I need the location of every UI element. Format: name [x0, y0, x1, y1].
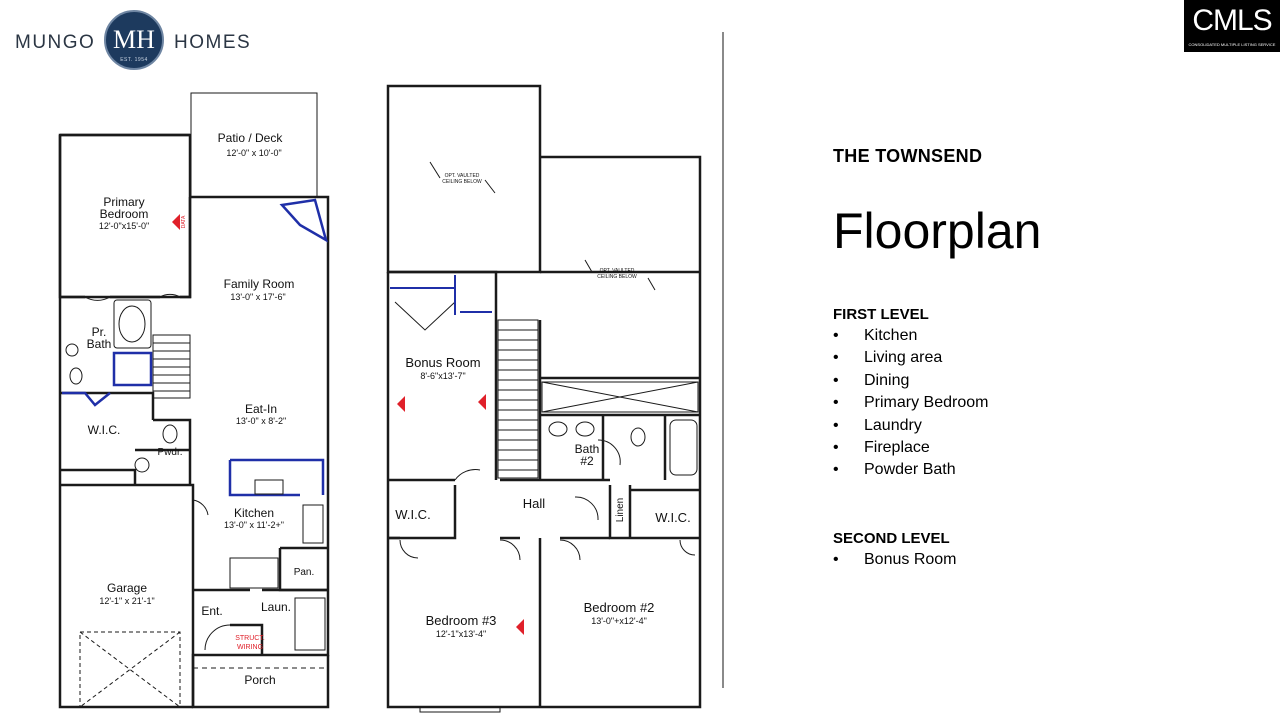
list-item: Fireplace — [833, 439, 988, 461]
cmls-logo-sub: CONSOLIDATED MULTIPLE LISTING SERVICE — [1188, 42, 1276, 47]
list-item: Kitchen — [833, 327, 988, 349]
bedroom2-dim: 13'-0"+x12'-4" — [591, 616, 647, 626]
struct-label-1: STRUCT. — [235, 635, 265, 642]
vault-label-2b: CEILING BELOW — [597, 274, 637, 280]
list-item: Primary Bedroom — [833, 394, 988, 416]
list-item: Powder Bath — [833, 461, 988, 483]
eat-in-label: Eat-In — [245, 402, 277, 416]
garage-dim: 12'-1" x 21'-1" — [99, 596, 154, 606]
floorplan-drawings: Patio / Deck 12'-0" x 10'-0" Primary Bed… — [58, 84, 702, 713]
kitchen-label: Kitchen — [234, 506, 274, 520]
eat-in-dim: 13'-0" x 8'-2" — [236, 416, 286, 426]
wic-label: W.I.C. — [88, 423, 121, 437]
list-item: Laundry — [833, 417, 988, 439]
data-marker-label-1: DATA — [181, 215, 187, 228]
pwdr-label: Pwdr. — [157, 447, 182, 458]
page-title: Floorplan — [833, 203, 1042, 259]
garage-label: Garage — [107, 581, 147, 595]
logo-monogram-badge: MH EST. 1954 — [104, 10, 164, 70]
pr-bath-label-1: Pr. — [92, 325, 107, 339]
vertical-divider — [722, 32, 724, 688]
vault-label-2a: OPT. VAULTED — [600, 268, 635, 274]
kitchen-dim: 13'-0" x 11'-2+" — [224, 520, 284, 530]
second-floor-walls — [386, 84, 702, 709]
patio-label: Patio / Deck — [218, 131, 284, 145]
bedroom2-label: Bedroom #2 — [584, 600, 655, 615]
second-level-heading: SECOND LEVEL — [833, 530, 950, 547]
bonus-room-label: Bonus Room — [405, 355, 480, 370]
logo-left-word: MUNGO — [15, 32, 96, 53]
logo-monogram: MH — [113, 25, 155, 54]
primary-bedroom-dim: 12'-0"x15'-0" — [99, 221, 149, 231]
pan-label: Pan. — [294, 567, 315, 578]
linen-label: Linen — [615, 498, 626, 522]
logo-est: EST. 1954 — [120, 57, 148, 63]
cmls-logo-text: CMLS — [1192, 4, 1272, 37]
data-markers — [172, 214, 524, 635]
vault-label-1b: CEILING BELOW — [442, 179, 482, 185]
list-item: Living area — [833, 349, 988, 371]
second-level-list: Bonus Room — [833, 551, 957, 573]
first-level-list: Kitchen Living area Dining Primary Bedro… — [833, 327, 988, 484]
cmls-logo: CMLS CONSOLIDATED MULTIPLE LISTING SERVI… — [1184, 0, 1280, 52]
porch-label: Porch — [244, 673, 275, 687]
family-room-dim: 13'-0" x 17'-6" — [230, 292, 285, 302]
ent-label: Ent. — [201, 604, 222, 618]
bath2-label-2: #2 — [580, 454, 594, 468]
bonus-room-dim: 8'-6"x13'-7" — [420, 371, 465, 381]
laun-label: Laun. — [261, 600, 291, 614]
bedroom3-dim: 12'-1"x13'-4" — [436, 629, 486, 639]
list-item: Bonus Room — [833, 551, 957, 573]
patio-dim: 12'-0" x 10'-0" — [226, 148, 281, 158]
family-room-label: Family Room — [224, 277, 295, 291]
primary-bedroom-label-2: Bedroom — [100, 207, 149, 221]
first-floor-accents — [62, 198, 329, 497]
list-item: Dining — [833, 372, 988, 394]
primary-bedroom-label-1: Primary — [103, 195, 144, 209]
first-level-heading: FIRST LEVEL — [833, 306, 929, 323]
bath2-label-1: Bath — [575, 442, 600, 456]
second-floor-accents — [390, 275, 492, 315]
struct-label-2: WIRING — [237, 644, 263, 651]
bedroom3-label: Bedroom #3 — [426, 613, 497, 628]
pr-bath-label-2: Bath — [87, 337, 112, 351]
hall-label: Hall — [523, 496, 546, 511]
plan-name: THE TOWNSEND — [833, 146, 983, 166]
wic-right-label: W.I.C. — [655, 510, 690, 525]
logo-right-word: HOMES — [174, 32, 252, 53]
vault-label-1a: OPT. VAULTED — [445, 173, 480, 179]
wic-left-label: W.I.C. — [395, 507, 430, 522]
